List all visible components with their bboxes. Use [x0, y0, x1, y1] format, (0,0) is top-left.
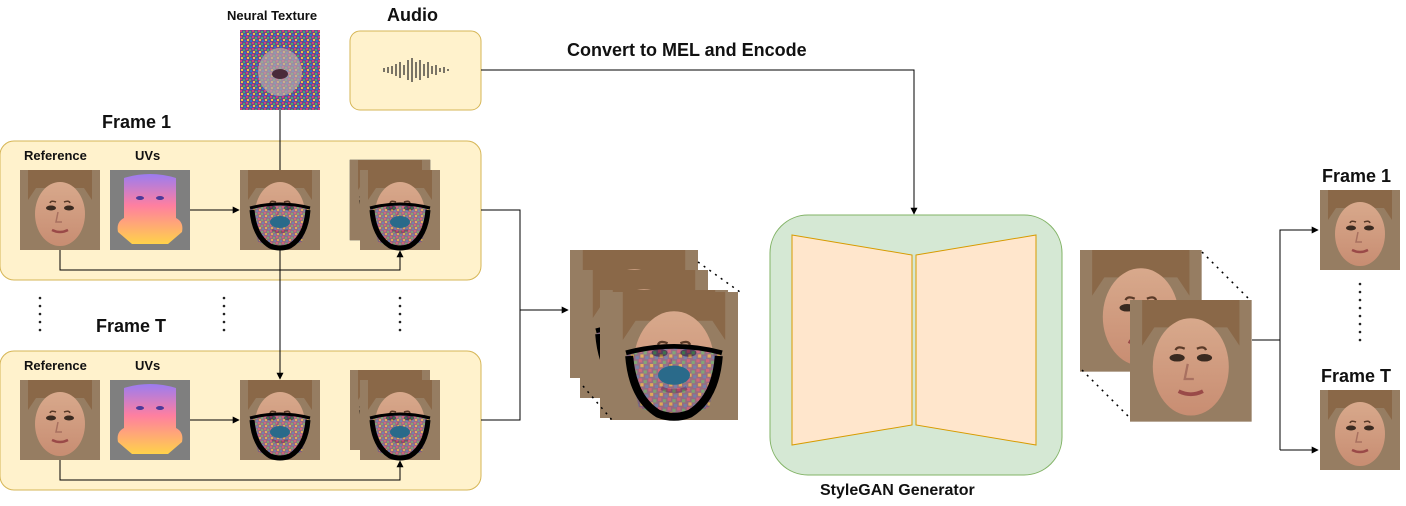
decoder-trapezoid	[915, 234, 1037, 446]
masked-face-frameT	[240, 380, 320, 460]
connectors-right	[1252, 226, 1319, 454]
uvs-label-frameT: UVs	[135, 358, 161, 373]
reference-image-frame1	[18, 168, 102, 252]
reference-label-frameT: Reference	[24, 358, 87, 373]
output-frameT-image	[1318, 388, 1402, 472]
audio-label: Audio	[387, 5, 438, 25]
waveform-icon	[383, 58, 449, 82]
frameT-left-label: Frame T	[96, 316, 167, 336]
output-ellipsis-dots	[1358, 282, 1362, 342]
output-frame1-image	[1318, 188, 1402, 272]
stack-dots-middle	[582, 261, 741, 421]
connectors-left	[59, 69, 918, 481]
frame1-left-label: Frame 1	[102, 112, 172, 132]
stack-dots-right	[1081, 251, 1251, 419]
masked-face-frame1	[240, 170, 320, 250]
frameT-right-label: Frame T	[1321, 366, 1392, 386]
convert-label: Convert to MEL and Encode	[567, 40, 807, 60]
reference-label-frame1: Reference	[24, 148, 87, 163]
frame1-right-label: Frame 1	[1322, 166, 1392, 186]
uv-image-frameT	[110, 380, 190, 460]
stacked-masked-frames	[570, 250, 738, 420]
uvs-label-frame1: UVs	[135, 148, 161, 163]
reference-image-frameT	[18, 378, 102, 462]
generator-label: StyleGAN Generator	[820, 482, 975, 499]
masked-face-stack-frame1-front	[360, 170, 440, 250]
uv-image-frame1	[110, 170, 190, 250]
stacked-output-frames	[1078, 248, 1254, 424]
masked-face-stack-frameT-front	[360, 380, 440, 460]
neural-texture-label: Neural Texture	[227, 8, 318, 23]
encoder-trapezoid	[791, 234, 913, 446]
neural-texture-image	[240, 30, 320, 110]
ellipsis-dots	[38, 296, 402, 332]
